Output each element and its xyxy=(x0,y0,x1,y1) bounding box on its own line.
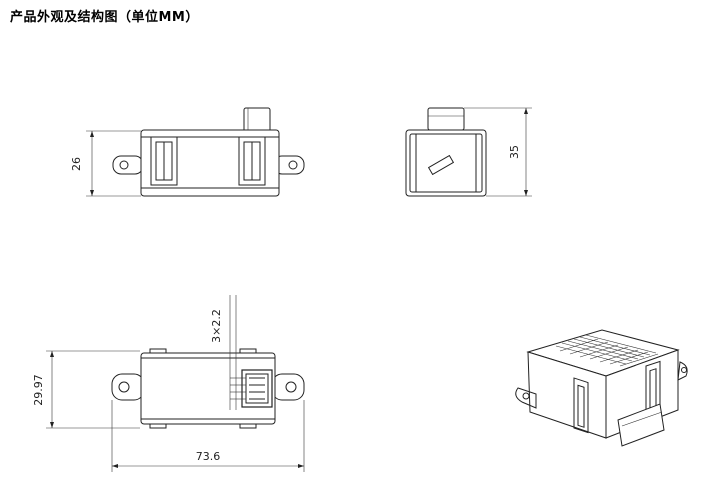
dim-connector-pitch: 3×2.2 xyxy=(210,309,223,343)
dim-top-height: 29.97 xyxy=(32,374,45,406)
side-view: 35 xyxy=(405,107,532,197)
isometric-view xyxy=(515,329,688,447)
dim-side-height: 35 xyxy=(508,145,521,159)
page-title: 产品外观及结构图（单位MM） xyxy=(10,10,199,25)
dim-top-width: 73.6 xyxy=(196,450,221,463)
front-view: 26 xyxy=(70,107,305,197)
dim-front-height: 26 xyxy=(70,157,83,171)
top-view: 29.97 3×2.2 xyxy=(32,295,305,472)
